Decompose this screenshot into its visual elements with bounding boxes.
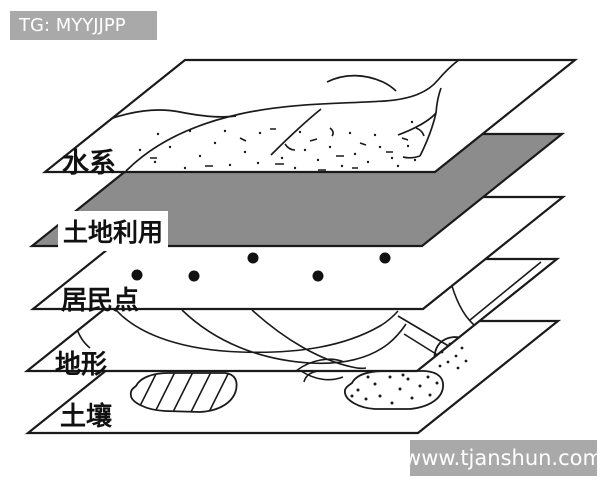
soil-edge-curve bbox=[300, 370, 344, 381]
water-speckle-dots bbox=[138, 120, 417, 170]
settlement-dots bbox=[131, 252, 391, 282]
soil-hatched-patch bbox=[129, 372, 238, 413]
settlement-dot bbox=[188, 270, 200, 282]
watermark-bottom-right: www.tjanshun.com bbox=[404, 440, 600, 476]
label-water-system: 水系 bbox=[62, 148, 116, 179]
settlement-dot bbox=[312, 270, 324, 282]
river-lines bbox=[106, 60, 461, 172]
settlement-dot bbox=[247, 252, 259, 264]
label-land-use: 土地利用 bbox=[58, 211, 169, 251]
soil-hatch-lines bbox=[133, 373, 237, 412]
watermark-top-left: TG: MYYJJPP bbox=[10, 11, 157, 40]
terrain-contour-lines bbox=[75, 309, 407, 371]
soil-stipple-dots bbox=[350, 373, 439, 405]
settlement-dot bbox=[131, 269, 143, 281]
label-settlements: 居民点 bbox=[61, 286, 140, 316]
label-soil: 土壤 bbox=[60, 402, 113, 432]
water-speckle-dashes bbox=[150, 127, 425, 171]
water-system-plane bbox=[41, 58, 579, 174]
label-terrain: 地形 bbox=[55, 350, 108, 380]
terrain-gravel-dots bbox=[438, 342, 468, 370]
settlement-dot bbox=[379, 252, 391, 264]
